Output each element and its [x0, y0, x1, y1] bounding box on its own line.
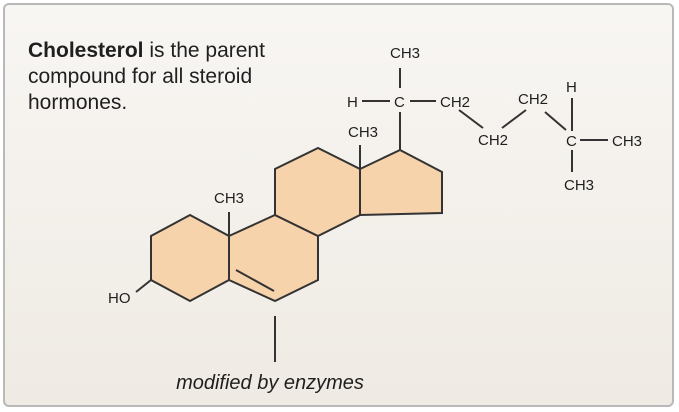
ch3-ring-a: CH3 — [214, 190, 244, 207]
sidechain-bond-5 — [544, 111, 567, 131]
c-right: C — [566, 133, 577, 150]
ch3-bottom: CH3 — [564, 177, 594, 194]
annotation-text: modified by enzymes — [176, 372, 364, 394]
caption-bold: Cholesterol — [28, 39, 144, 62]
double-bond — [235, 269, 275, 292]
ch3-top: CH3 — [390, 45, 420, 62]
ho-bond — [135, 279, 152, 293]
ch3-ring-d: CH3 — [348, 124, 378, 141]
ho-label: HO — [108, 290, 131, 307]
h-right: H — [566, 79, 577, 96]
caption-text: is the parent compound for all steroid h… — [28, 39, 265, 114]
caption: Cholesterol is the parent compound for a… — [28, 38, 298, 116]
ch2-a: CH2 — [440, 94, 470, 111]
ch2-c: CH2 — [518, 91, 548, 108]
c-main: C — [394, 94, 405, 111]
ch2-b: CH2 — [478, 132, 508, 149]
h-left: H — [347, 94, 358, 111]
ring-d — [359, 148, 443, 217]
ring-a — [150, 213, 230, 303]
sidechain-bond-3 — [458, 109, 484, 129]
sidechain-bond-4 — [501, 109, 527, 129]
ch3-right: CH3 — [612, 133, 642, 150]
